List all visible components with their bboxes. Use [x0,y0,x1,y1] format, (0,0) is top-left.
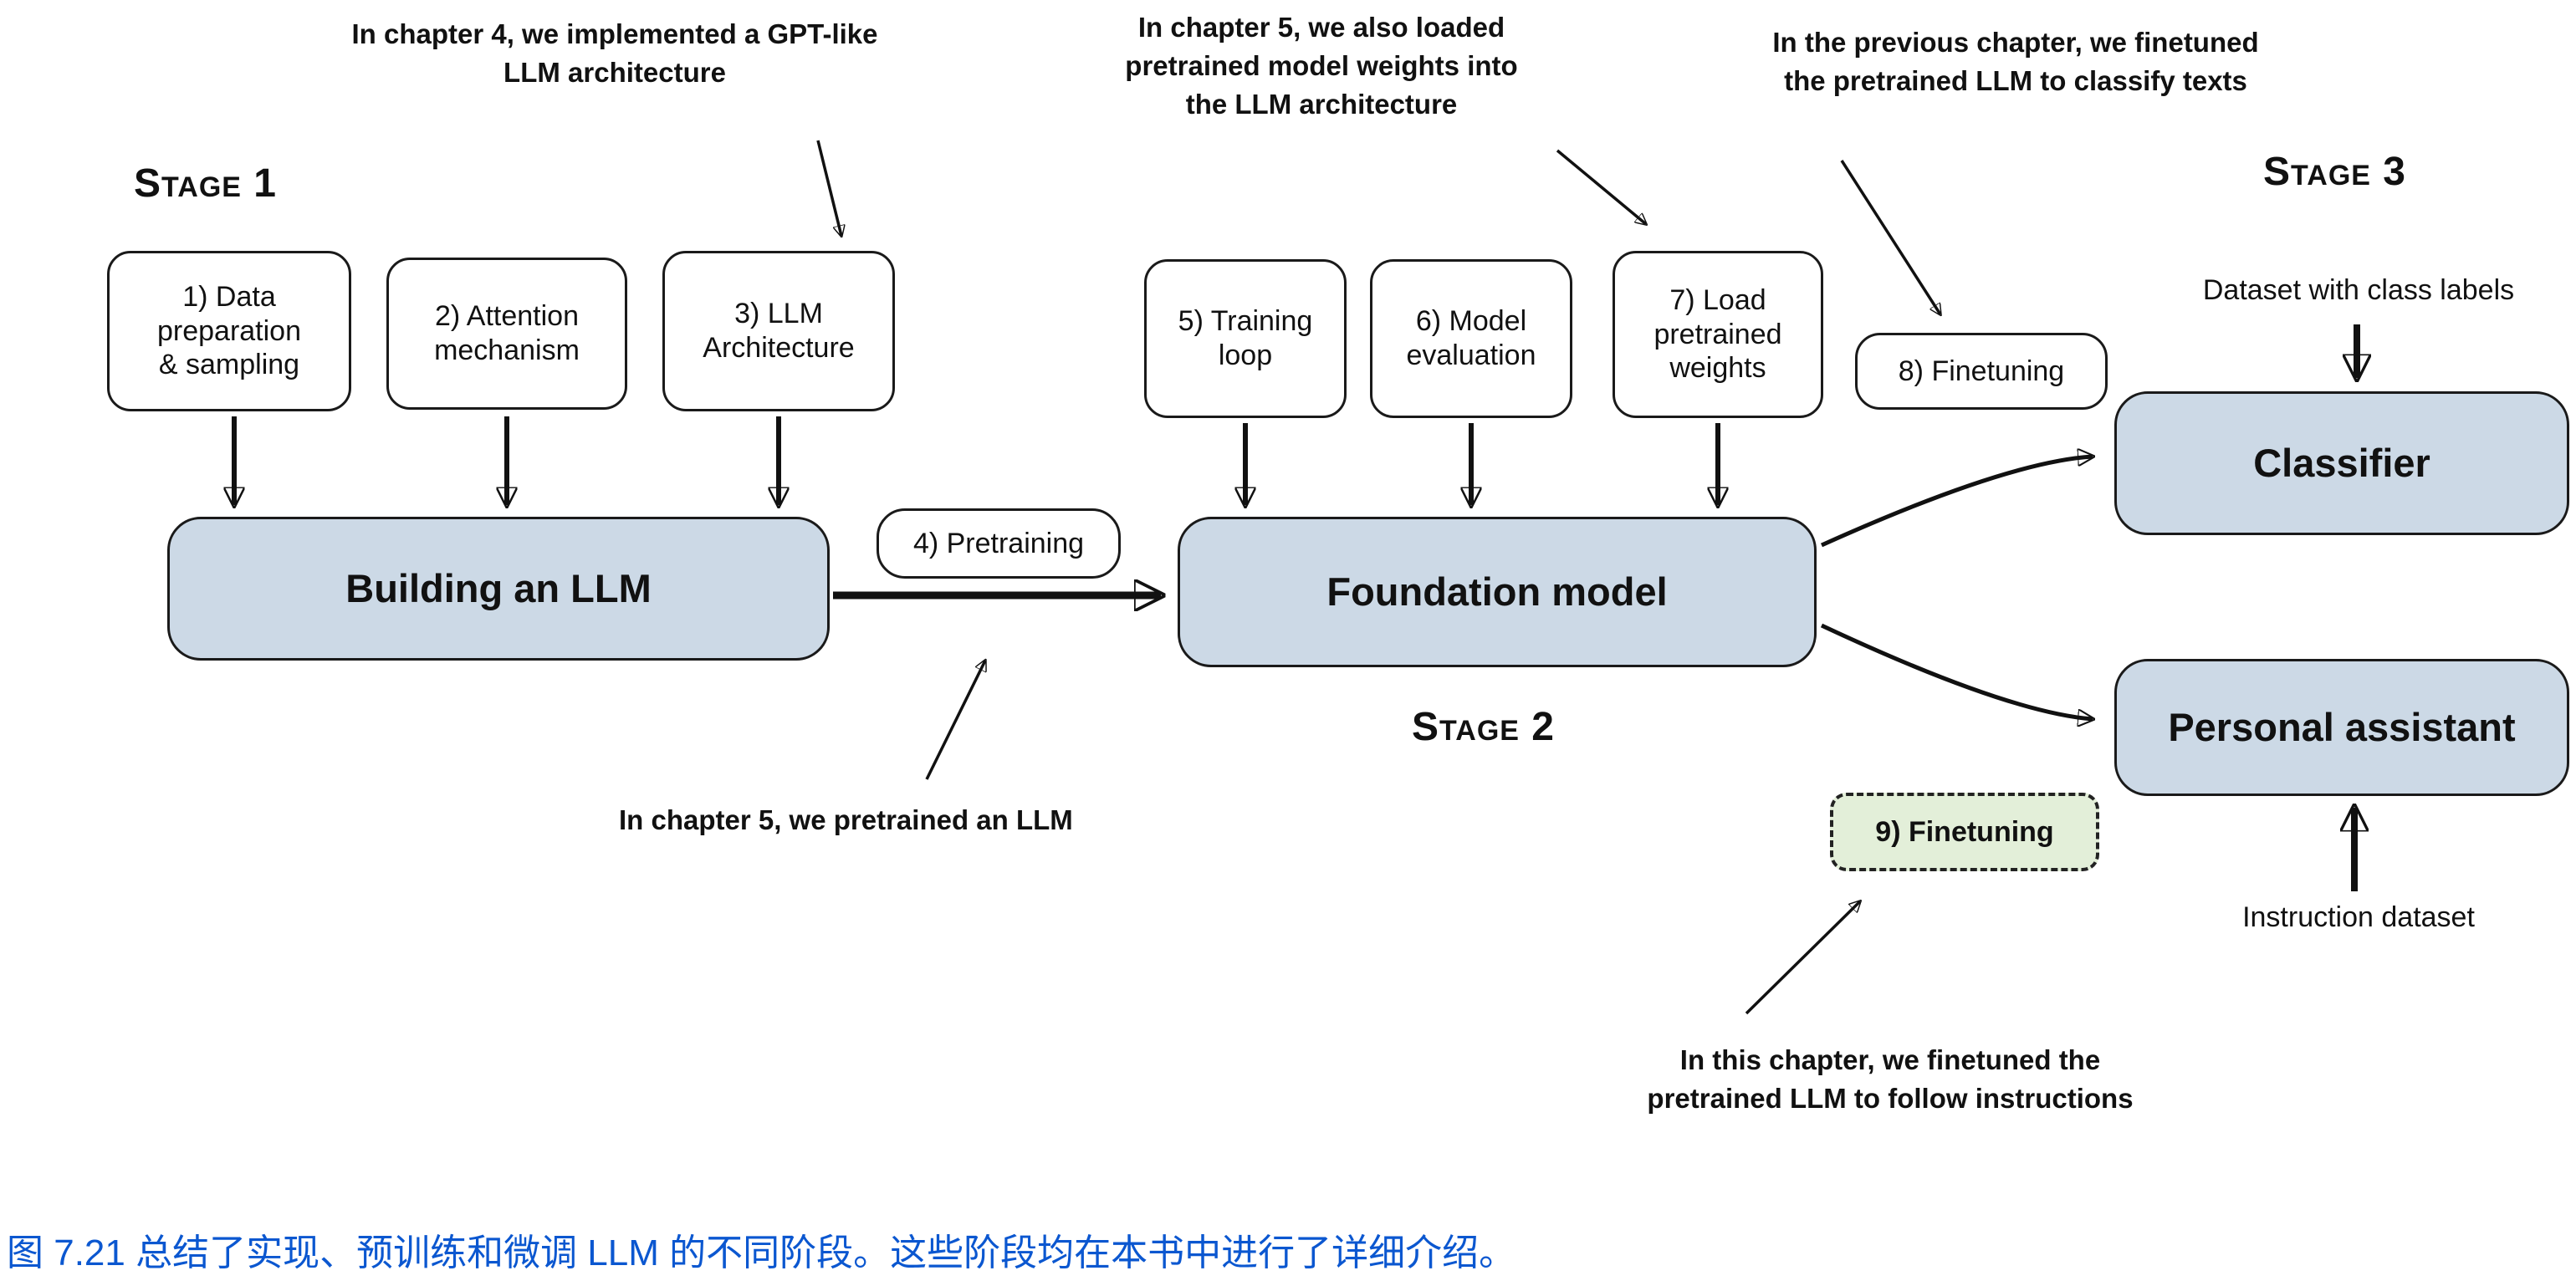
label-dataset-with-class-labels: Dataset with class labels [2202,274,2515,306]
arrow-foundation-to-classifier [1820,457,2093,548]
arrow-note-prev-chapter [1840,160,1940,314]
box-attention-mechanism: 2) Attention mechanism [386,258,627,410]
note-previous-chapter: In the previous chapter, we finetuned th… [1772,27,2259,97]
box-training-loop: 5) Training loop [1144,259,1347,418]
box-data-preparation: 1) Data preparation & sampling [107,251,351,411]
stage-2-label: Stage 2 [1412,705,1555,749]
box-finetuning-9: 9) Finetuning [1830,793,2099,871]
box-llm-architecture: 3) LLM Architecture [662,251,895,411]
arrow-note-this-chapter [1745,901,1860,1015]
arrow-note-ch4 [816,140,841,236]
label-instruction-dataset: Instruction dataset [2242,901,2475,933]
box-finetuning-8: 8) Finetuning [1855,333,2108,410]
box-pretraining: 4) Pretraining [877,508,1121,579]
arrow-note-ch5-pretrain [925,661,985,780]
note-this-chapter: In this chapter, we finetuned the pretra… [1647,1044,2134,1115]
box-building-an-llm: Building an LLM [167,517,830,661]
arrow-note-ch5-weights [1556,149,1646,224]
note-chapter5-pretrain: In chapter 5, we pretrained an LLM [619,804,1073,835]
box-model-evaluation: 6) Model evaluation [1370,259,1572,418]
box-load-pretrained-weights: 7) Load pretrained weights [1613,251,1823,418]
arrow-foundation-to-personal [1820,623,2093,719]
stage-3-label: Stage 3 [2263,150,2406,194]
note-chapter5-weights: In chapter 5, we also loaded pretrained … [1125,12,1518,120]
box-classifier: Classifier [2114,391,2569,535]
box-foundation-model: Foundation model [1178,517,1817,667]
note-chapter4: In chapter 4, we implemented a GPT-like … [351,18,878,89]
figure-caption: 图 7.21 总结了实现、预训练和微调 LLM 的不同阶段。这些阶段均在本书中进… [7,1232,1516,1273]
stage-1-label: Stage 1 [134,161,277,206]
box-personal-assistant: Personal assistant [2114,659,2569,796]
